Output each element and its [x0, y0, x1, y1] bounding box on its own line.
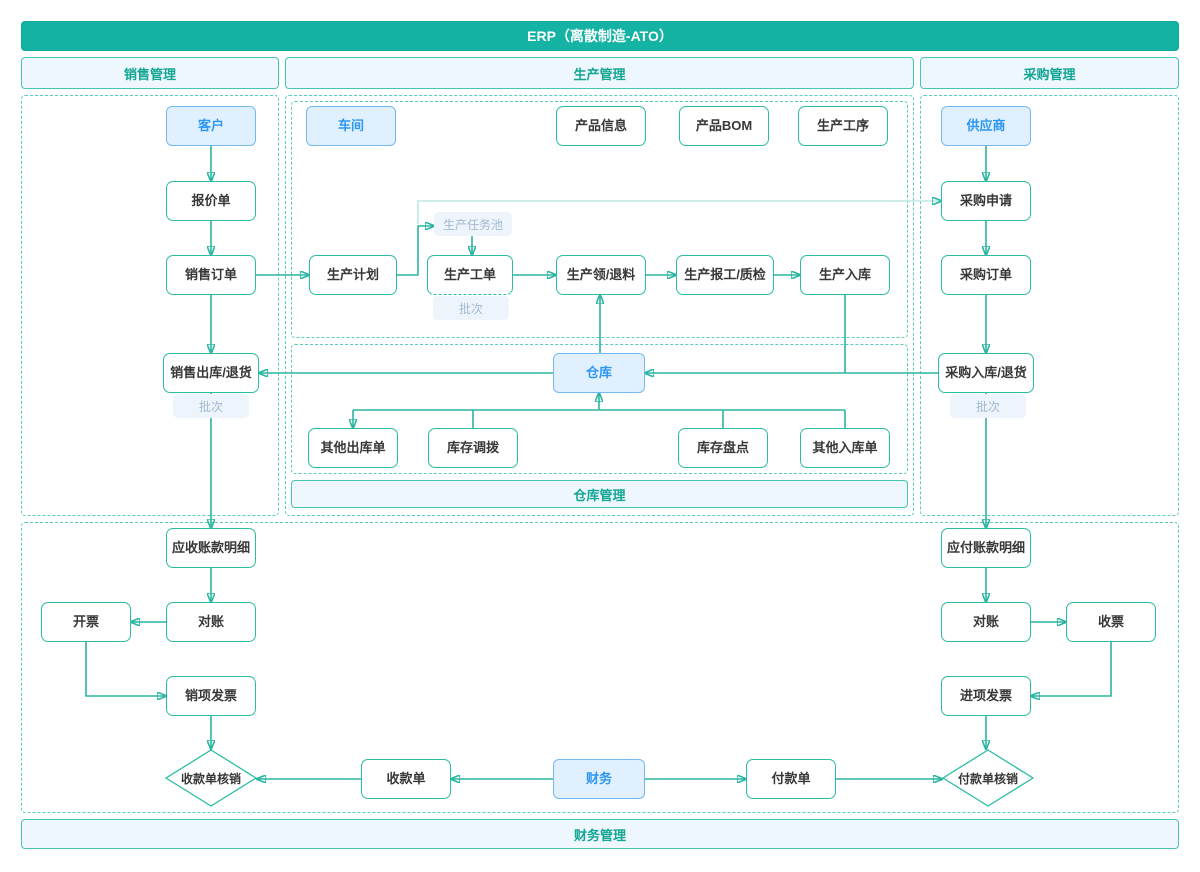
node-label-receipt: 收款单 — [386, 770, 426, 786]
node-prod-info[interactable]: 产品信息 — [556, 106, 646, 146]
node-inv-transfer[interactable]: 库存调拨 — [428, 428, 518, 468]
node-label-purchase-order: 采购订单 — [959, 266, 1012, 282]
node-invoice-issue[interactable]: 开票 — [41, 602, 131, 642]
node-label-prod-info: 产品信息 — [574, 117, 627, 133]
node-label-finance: 财务 — [585, 770, 612, 786]
edge-prodplan-taskpool — [397, 226, 434, 276]
edge-invoiceissue-salesinvoice — [85, 642, 166, 696]
node-sales-invoice[interactable]: 销项发票 — [166, 676, 256, 716]
node-receipt[interactable]: 收款单 — [361, 759, 451, 799]
node-prod-report[interactable]: 生产报工/质检 — [676, 255, 774, 295]
header-sales: 销售管理 — [21, 57, 279, 89]
node-prod-workorder[interactable]: 生产工单 — [427, 255, 513, 295]
node-label-reconcile-left: 对账 — [197, 613, 224, 629]
node-prod-plan[interactable]: 生产计划 — [309, 255, 397, 295]
node-label-supplier: 供应商 — [966, 117, 1006, 133]
node-label-ticket-receive: 收票 — [1097, 613, 1124, 629]
node-label-inv-transfer: 库存调拨 — [446, 439, 499, 455]
node-label-workshop: 车间 — [337, 117, 364, 133]
node-label-payment: 付款单 — [771, 770, 811, 786]
node-label-prod-report: 生产报工/质检 — [684, 266, 766, 282]
diamond-shape-receipt-verify — [165, 749, 257, 807]
node-prod-bom[interactable]: 产品BOM — [679, 106, 769, 146]
node-quote[interactable]: 报价单 — [166, 181, 256, 221]
node-reconcile-left[interactable]: 对账 — [166, 602, 256, 642]
header-production-label: 生产管理 — [573, 66, 626, 82]
node-purchase-request[interactable]: 采购申请 — [941, 181, 1031, 221]
node-label-inv-count: 库存盘点 — [696, 439, 749, 455]
node-label-purchase-request: 采购申请 — [959, 192, 1012, 208]
node-inv-count[interactable]: 库存盘点 — [678, 428, 768, 468]
node-label-customer: 客户 — [197, 117, 224, 133]
node-warehouse[interactable]: 仓库 — [553, 353, 645, 393]
node-ticket-receive[interactable]: 收票 — [1066, 602, 1156, 642]
node-sales-order[interactable]: 销售订单 — [166, 255, 256, 295]
node-supplier[interactable]: 供应商 — [941, 106, 1031, 146]
node-label-sales-invoice: 销项发票 — [184, 687, 237, 703]
diamond-payment-verify[interactable]: 付款单核销 — [942, 749, 1034, 807]
node-label-sales-order: 销售订单 — [184, 266, 237, 282]
node-other-out[interactable]: 其他出库单 — [308, 428, 398, 468]
node-prod-issue[interactable]: 生产领/退料 — [556, 255, 646, 295]
diamond-label-payment-verify: 付款单核销 — [957, 771, 1018, 786]
region-production-column — [285, 95, 914, 516]
node-reconcile-right[interactable]: 对账 — [941, 602, 1031, 642]
node-label-warehouse: 仓库 — [585, 364, 612, 380]
diamond-label-receipt-verify: 收款单核销 — [180, 771, 241, 786]
node-ar-detail[interactable]: 应收账款明细 — [166, 528, 256, 568]
node-workshop[interactable]: 车间 — [306, 106, 396, 146]
node-purchase-in[interactable]: 采购入库/退货 — [938, 353, 1034, 393]
node-label-other-in: 其他入库单 — [812, 439, 878, 455]
node-finance[interactable]: 财务 — [553, 759, 645, 799]
edge-ticketreceive-purchaseinvoice — [1031, 642, 1112, 696]
node-ap-detail[interactable]: 应付账款明细 — [941, 528, 1031, 568]
header-purchase-label: 采购管理 — [1023, 66, 1076, 82]
node-label-prod-plan: 生产计划 — [326, 266, 379, 282]
header-production: 生产管理 — [285, 57, 914, 89]
node-prod-in[interactable]: 生产入库 — [800, 255, 890, 295]
bar-finance-label: 财务管理 — [573, 827, 626, 843]
node-label-prod-process: 生产工序 — [816, 117, 869, 133]
header-sales-label: 销售管理 — [123, 66, 176, 82]
node-other-in[interactable]: 其他入库单 — [800, 428, 890, 468]
header-purchase: 采购管理 — [920, 57, 1179, 89]
diamond-receipt-verify[interactable]: 收款单核销 — [165, 749, 257, 807]
node-label-ar-detail: 应收账款明细 — [171, 539, 250, 555]
node-prod-process[interactable]: 生产工序 — [798, 106, 888, 146]
bar-warehouse: 仓库管理 — [291, 480, 908, 508]
node-label-purchase-invoice: 进项发票 — [959, 687, 1012, 703]
node-payment[interactable]: 付款单 — [746, 759, 836, 799]
node-label-prod-bom: 产品BOM — [695, 117, 753, 133]
banner-title: ERP（离散制造-ATO） — [527, 28, 673, 44]
edge-prodplan-purchaserequest — [417, 201, 941, 224]
node-purchase-invoice[interactable]: 进项发票 — [941, 676, 1031, 716]
node-purchase-order[interactable]: 采购订单 — [941, 255, 1031, 295]
node-customer[interactable]: 客户 — [166, 106, 256, 146]
bar-warehouse-label: 仓库管理 — [573, 487, 626, 503]
node-label-ap-detail: 应付账款明细 — [946, 539, 1025, 555]
node-label-quote: 报价单 — [191, 192, 231, 208]
node-label-prod-in: 生产入库 — [818, 266, 871, 282]
region-purchase — [920, 95, 1179, 516]
node-label-prod-workorder: 生产工单 — [443, 266, 496, 282]
node-label-prod-issue: 生产领/退料 — [566, 266, 636, 282]
node-label-reconcile-right: 对账 — [972, 613, 999, 629]
node-label-other-out: 其他出库单 — [320, 439, 386, 455]
diamond-shape-payment-verify — [942, 749, 1034, 807]
node-label-invoice-issue: 开票 — [72, 613, 99, 629]
region-finance-flow — [21, 522, 1179, 813]
banner: ERP（离散制造-ATO） — [21, 21, 1179, 51]
region-sales — [21, 95, 279, 516]
node-sales-out[interactable]: 销售出库/退货 — [163, 353, 259, 393]
bar-finance: 财务管理 — [21, 819, 1179, 849]
node-label-sales-out: 销售出库/退货 — [170, 364, 252, 380]
node-label-purchase-in: 采购入库/退货 — [945, 364, 1027, 380]
